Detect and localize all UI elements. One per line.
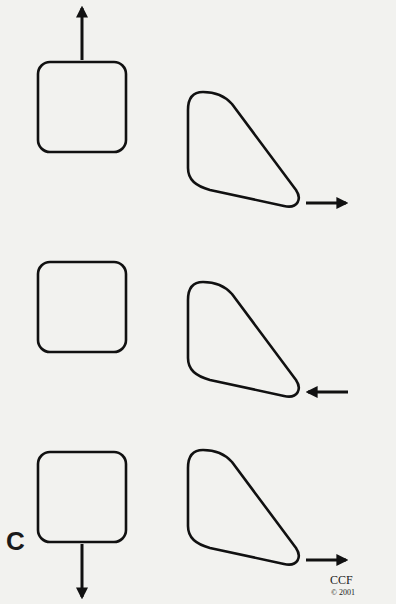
vertebral-body (38, 452, 126, 542)
credit-mark: CCF (330, 574, 353, 586)
force-arrow (306, 559, 346, 562)
force-arrow (306, 202, 346, 205)
copyright-note: © 2001 (331, 589, 355, 597)
force-arrow (81, 544, 84, 597)
wedge-shape (188, 450, 299, 565)
wedge-shape (188, 92, 299, 207)
force-arrow (308, 391, 348, 394)
vertebral-body (38, 62, 126, 152)
vertebral-body (38, 262, 126, 352)
panel-letter: C (6, 528, 25, 554)
force-arrow (81, 8, 84, 60)
wedge-shape (188, 282, 299, 397)
